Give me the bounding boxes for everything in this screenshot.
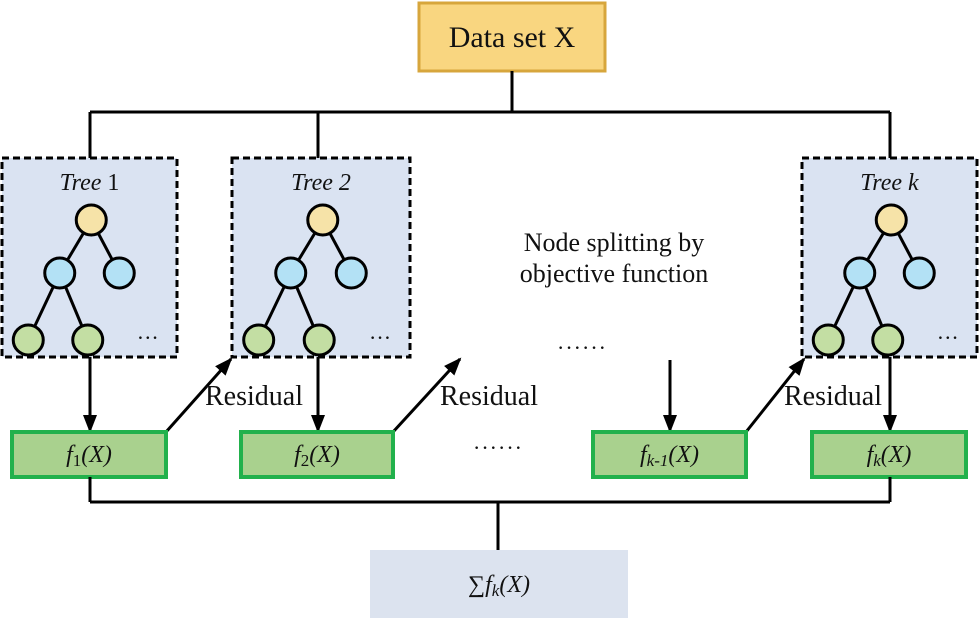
function-label: fk-1(X): [640, 442, 699, 470]
sum-label: ∑fk(X): [468, 572, 530, 600]
top-connectors: [88, 71, 892, 158]
node-splitting-note-line1: Node splitting by: [524, 228, 705, 257]
function-label: f2(X): [294, 442, 340, 470]
internal-node: [334, 256, 368, 290]
tree-ellipsis: ···: [137, 325, 159, 350]
tree-2-panel: Tree 2 ···: [230, 156, 412, 359]
tree-3-panel: Tree k ···: [800, 156, 979, 359]
leaf-node: [811, 323, 845, 357]
tree-title: Tree 2: [291, 170, 351, 196]
ellipsis-upper: ······: [557, 335, 607, 360]
internal-node: [102, 256, 136, 290]
function-box-2: f2(X): [239, 430, 395, 479]
sum-symbol: ∑: [468, 572, 485, 598]
function-box-rect: [10, 430, 168, 479]
internal-node: [43, 256, 77, 290]
data-set-label: Data set X: [449, 21, 576, 54]
sum-sub: k: [492, 581, 500, 600]
root-node: [74, 203, 108, 237]
residual-arrow-2: [391, 357, 462, 434]
residual-label-1: Residual: [205, 381, 303, 412]
residual-arrow-3: [744, 357, 806, 433]
function-label: f1(X): [66, 442, 112, 470]
residual-arrows: [164, 357, 806, 434]
ellipsis-lower: ······: [473, 435, 523, 460]
tree-ellipsis: ···: [937, 325, 959, 350]
tree-1-panel: Tree 1 ···: [0, 156, 179, 359]
leaf-node: [71, 323, 105, 357]
function-label: fk(X): [867, 442, 912, 470]
tree-ellipsis: ···: [369, 325, 391, 350]
function-box-rect: [591, 430, 748, 479]
node-splitting-note-line2: objective function: [520, 259, 708, 288]
tree-title: Tree k: [860, 170, 919, 196]
sum-arg: (X): [499, 572, 530, 598]
leaf-node: [11, 323, 45, 357]
root-node: [306, 203, 340, 237]
bottom-connectors: [88, 477, 892, 550]
sum-f: f: [485, 572, 495, 598]
leaf-node: [302, 323, 336, 357]
root-node: [874, 203, 908, 237]
function-box-rect: [239, 430, 395, 479]
internal-node: [274, 256, 308, 290]
residual-label-2: Residual: [440, 381, 538, 412]
sum-box: ∑fk(X): [370, 550, 628, 618]
residual-arrow-1: [164, 357, 233, 433]
tree-output-arrows: [83, 357, 897, 433]
leaf-node: [871, 323, 905, 357]
function-box-3: fk-1(X): [591, 430, 748, 479]
function-box-rect: [810, 430, 968, 479]
function-box-1: f1(X): [10, 430, 168, 479]
internal-node: [902, 256, 936, 290]
residual-label-3: Residual: [784, 381, 882, 412]
data-set-box: Data set X: [417, 1, 607, 73]
tree-title: Tree 1: [60, 170, 120, 196]
internal-node: [843, 256, 877, 290]
leaf-node: [242, 323, 276, 357]
function-box-4: fk(X): [810, 430, 968, 479]
